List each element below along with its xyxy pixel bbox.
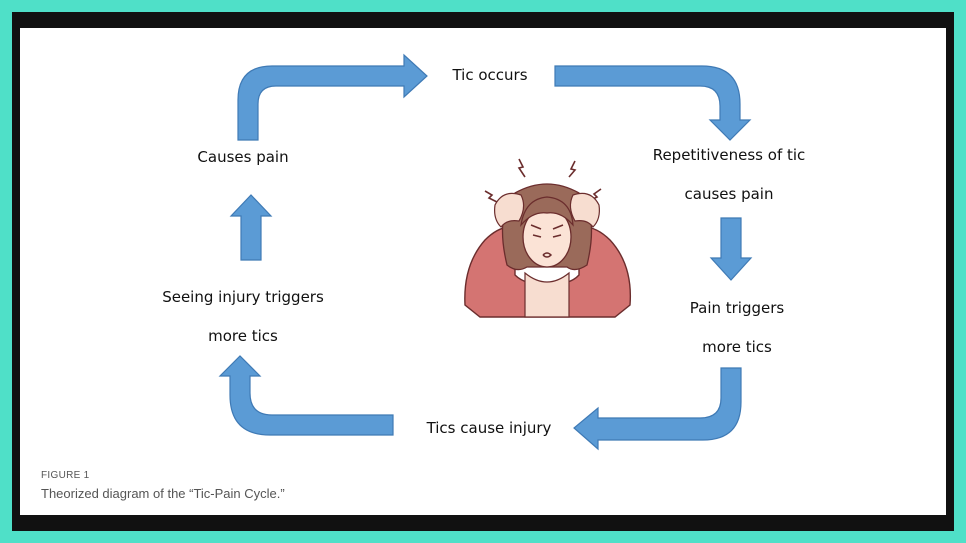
arrow-injury-to-seeing <box>218 355 394 436</box>
arrow-tic-to-repetitiveness <box>554 65 752 141</box>
node-tic-occurs: Tic occurs <box>452 66 528 84</box>
figure-caption: Theorized diagram of the “Tic-Pain Cycle… <box>41 486 285 501</box>
node-pain-triggers-line1: Pain triggers <box>689 299 785 317</box>
arrow-seeing-to-causes-pain <box>229 194 273 261</box>
arrow-repetitiveness-to-pain <box>709 217 753 281</box>
node-repetitiveness-line2: causes pain <box>684 185 774 203</box>
node-seeing-injury-line1: Seeing injury triggers <box>162 288 324 306</box>
node-repetitiveness-line1: Repetitiveness of tic <box>652 146 806 164</box>
arrow-causes-pain-to-tic <box>237 53 428 141</box>
node-tics-cause-injury: Tics cause injury <box>426 419 552 437</box>
node-seeing-injury-line2: more tics <box>208 327 278 345</box>
node-causes-pain: Causes pain <box>197 148 289 166</box>
node-pain-triggers-line2: more tics <box>702 338 772 356</box>
person-headache-illustration <box>464 158 632 318</box>
figure-label: FIGURE 1 <box>41 470 90 481</box>
arrow-pain-to-injury <box>573 367 742 451</box>
